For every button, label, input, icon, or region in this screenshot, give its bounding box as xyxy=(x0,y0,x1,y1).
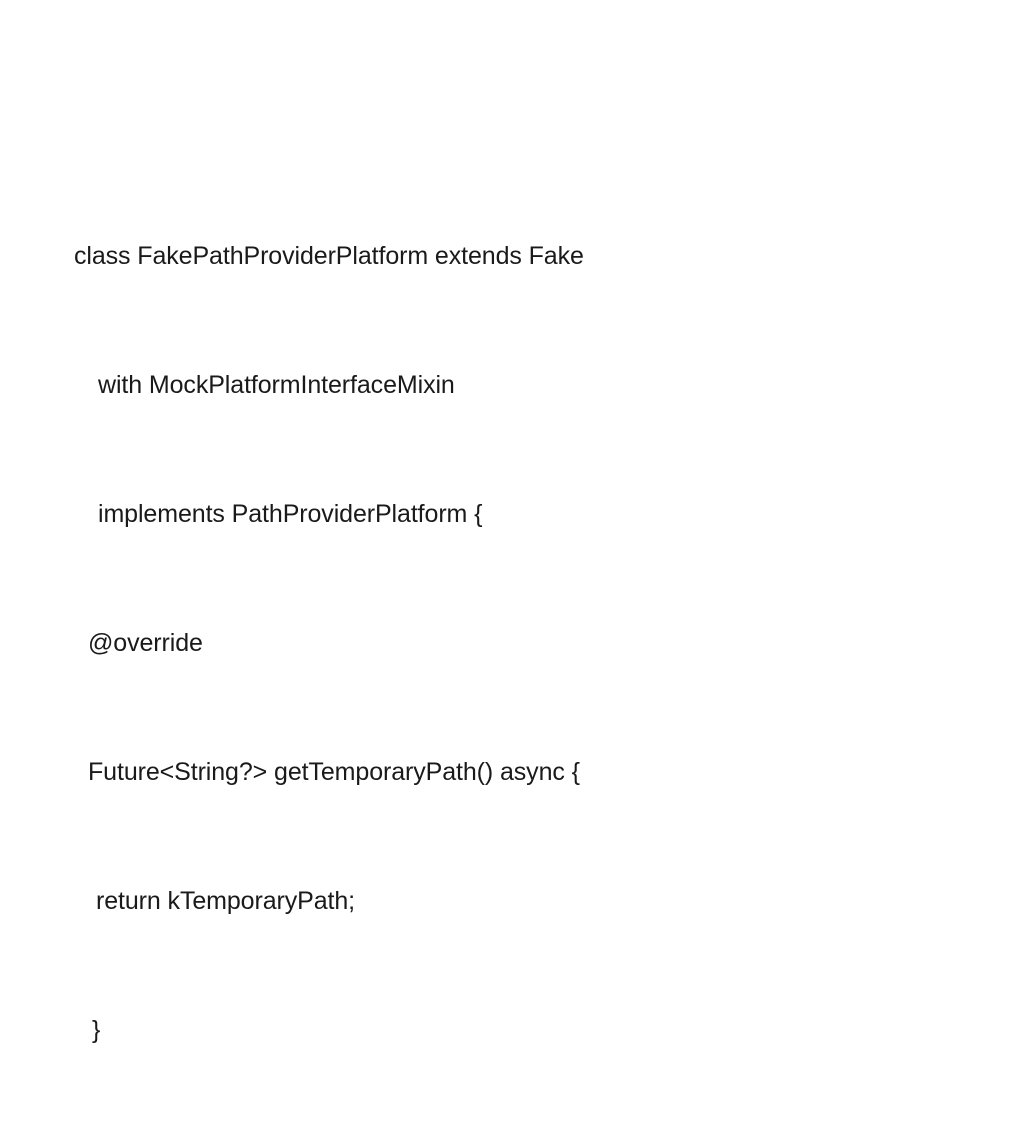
code-line: implements PathProviderPlatform { xyxy=(98,500,483,528)
code-line: return kTemporaryPath; xyxy=(96,887,356,915)
code-line: @override xyxy=(88,629,203,657)
code-line: class FakePathProviderPlatform extends F… xyxy=(74,242,584,270)
code-line: Future<String?> getTemporaryPath() async… xyxy=(88,758,580,786)
slide-canvas: class FakePathProviderPlatform extends F… xyxy=(74,242,584,1044)
code-line: with MockPlatformInterfaceMixin xyxy=(98,371,455,399)
code-block: class FakePathProviderPlatform extends F… xyxy=(0,149,1024,1138)
code-line: } xyxy=(92,1016,101,1044)
